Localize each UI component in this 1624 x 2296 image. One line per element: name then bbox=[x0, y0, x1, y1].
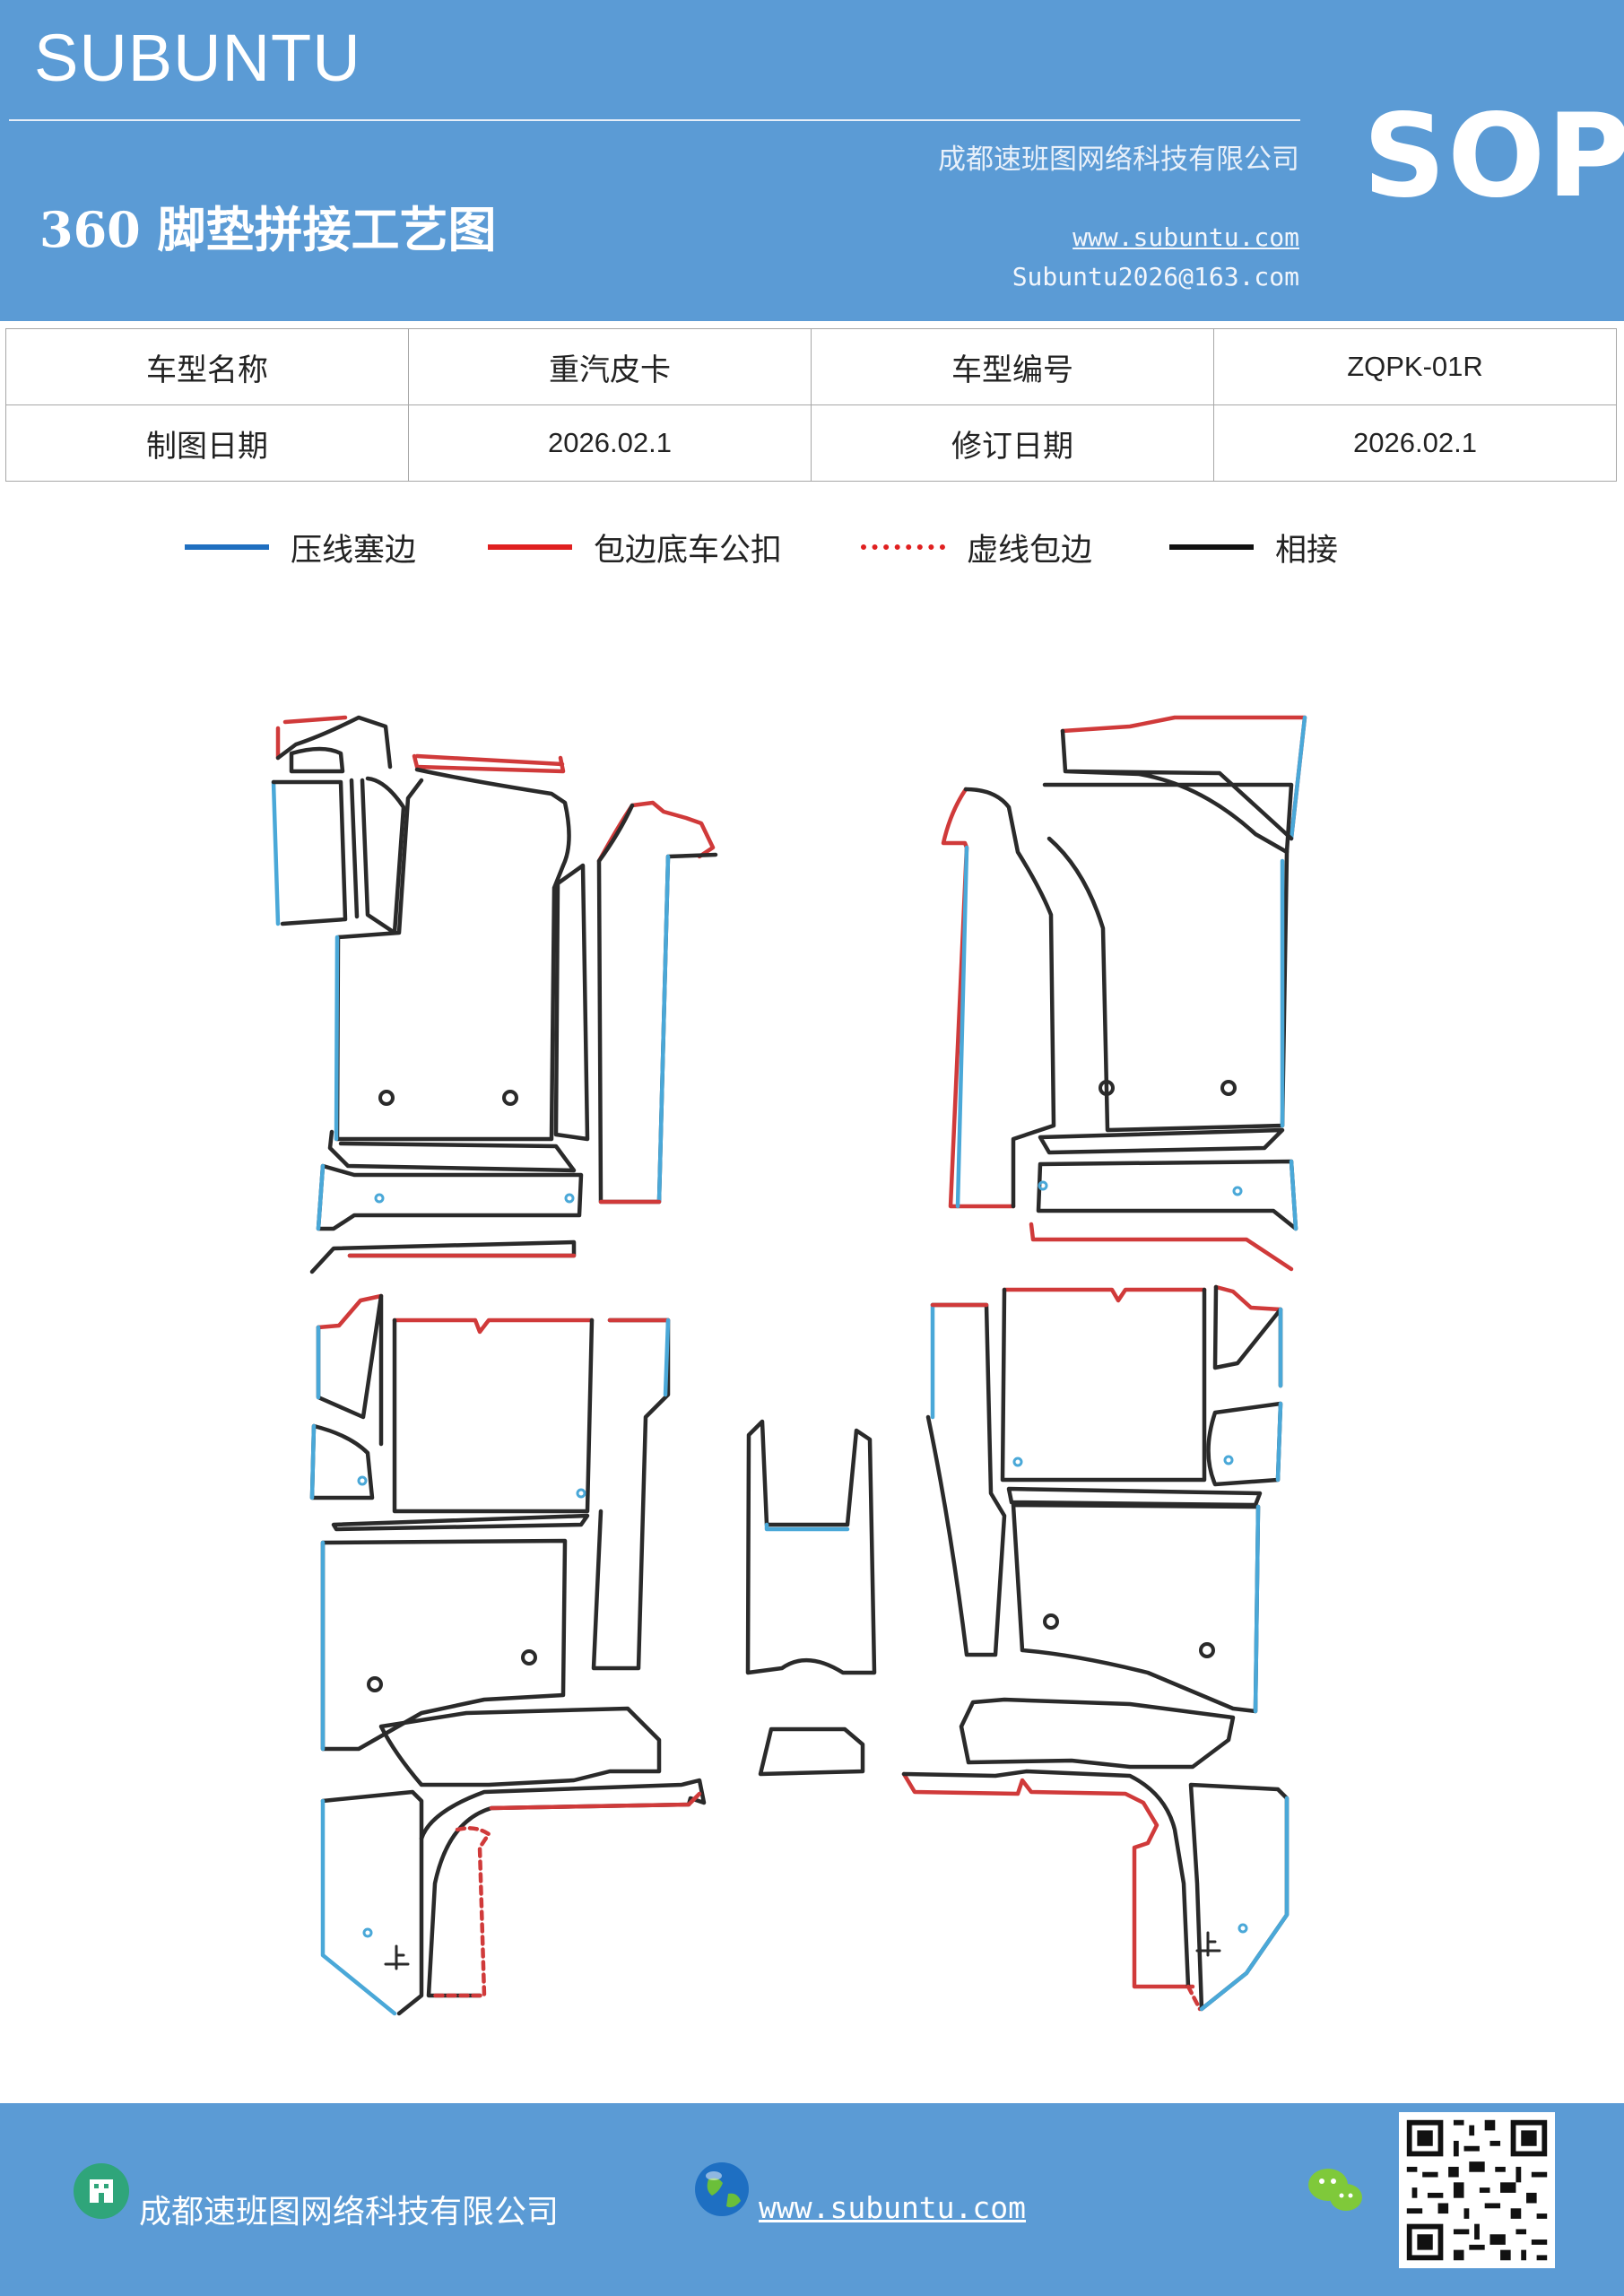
legend-label: 相接 bbox=[1275, 532, 1339, 569]
table-cell: 修订日期 bbox=[811, 404, 1214, 482]
wechat-icon[interactable] bbox=[1305, 2163, 1368, 2217]
legend-item: 相接 bbox=[1169, 520, 1338, 574]
mat-group-bottom-left bbox=[309, 1293, 707, 2016]
info-table: 车型名称 重汽皮卡 车型编号 ZQPK-01R 制图日期 2026.02.1 修… bbox=[5, 328, 1617, 482]
mat-group-top-right bbox=[941, 715, 1307, 1272]
table-cell: 2026.02.1 bbox=[1213, 404, 1617, 482]
footer-url-link[interactable]: www.subuntu.com bbox=[759, 2190, 1027, 2225]
table-row: 制图日期 2026.02.1 修订日期 2026.02.1 bbox=[5, 404, 1617, 482]
table-cell: 车型名称 bbox=[5, 328, 409, 405]
legend: 压线塞边 包边底车公扣 虚线包边 相接 bbox=[0, 520, 1624, 574]
legend-label: 包边底车公扣 bbox=[594, 532, 783, 569]
table-cell: 制图日期 bbox=[5, 404, 409, 482]
table-cell: ZQPK-01R bbox=[1213, 328, 1617, 405]
header-url-link[interactable]: www.subuntu.com bbox=[1073, 222, 1299, 252]
page-title: 360 脚垫拼接工艺图 bbox=[39, 201, 497, 258]
floor-mat-diagram bbox=[271, 715, 1307, 2016]
table-cell: 重汽皮卡 bbox=[408, 328, 812, 405]
header-company: 成都速班图网络科技有限公司 bbox=[938, 144, 1299, 176]
table-cell: 车型编号 bbox=[811, 328, 1214, 405]
header-banner bbox=[0, 0, 1624, 321]
header-email: Subuntu2026@163.com bbox=[1012, 262, 1299, 291]
legend-item: 压线塞边 bbox=[185, 520, 416, 574]
header-divider bbox=[9, 119, 1300, 121]
mat-group-top-left bbox=[271, 715, 718, 1274]
mat-group-bottom-right bbox=[901, 1284, 1290, 2012]
legend-swatch bbox=[861, 544, 945, 550]
legend-item: 包边底车公扣 bbox=[488, 520, 782, 574]
legend-label: 虚线包边 bbox=[967, 532, 1093, 569]
building-icon bbox=[74, 2163, 129, 2219]
globe-icon bbox=[695, 2162, 749, 2216]
legend-item: 虚线包边 bbox=[861, 520, 1092, 574]
footer-company: 成都速班图网络科技有限公司 bbox=[139, 2194, 560, 2231]
legend-swatch bbox=[185, 544, 269, 550]
qr-code bbox=[1399, 2112, 1555, 2268]
legend-label: 压线塞边 bbox=[291, 532, 417, 569]
mat-group-center bbox=[745, 1419, 877, 1777]
sop-badge: SOP bbox=[1363, 90, 1624, 223]
legend-swatch bbox=[488, 544, 572, 550]
table-cell: 2026.02.1 bbox=[408, 404, 812, 482]
brand-name: SUBUNTU bbox=[34, 21, 361, 95]
table-row: 车型名称 重汽皮卡 车型编号 ZQPK-01R bbox=[5, 328, 1617, 405]
legend-swatch bbox=[1169, 544, 1254, 550]
